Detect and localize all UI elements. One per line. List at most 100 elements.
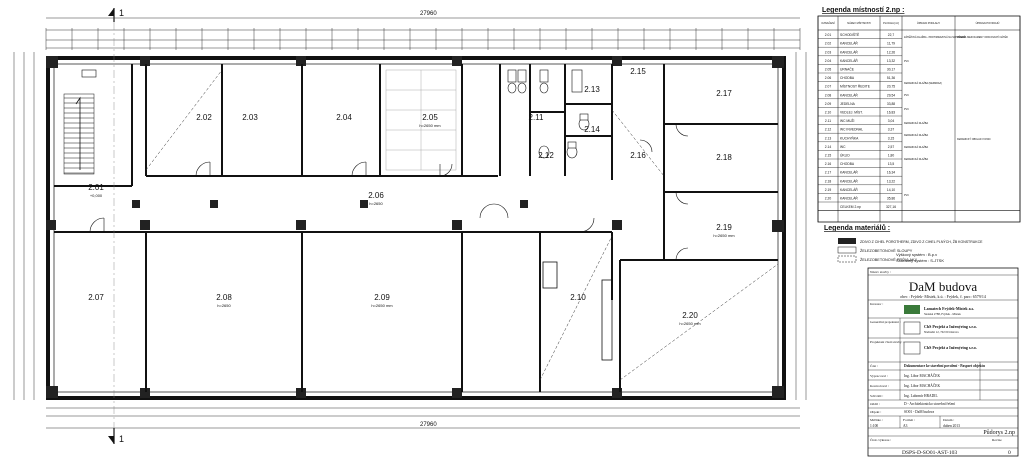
room-label-2-19: 2.19 <box>716 223 732 232</box>
table-cell: 13,5 <box>888 162 895 166</box>
floor-note: KERAMICKÁ DLAŽBA <box>904 146 928 149</box>
level-marker-box <box>81 69 97 78</box>
room-sub-2-08: h=2650 <box>217 303 231 308</box>
room-sub-2-06: h=2650 <box>369 201 383 206</box>
table-cell: 13,32 <box>887 59 895 63</box>
investor-label: Investor : <box>870 302 883 306</box>
room-label-2-14: 2.14 <box>584 125 600 134</box>
designer-note: Nádražní 12, 702 00 Ostrava <box>924 330 959 335</box>
table-header: OZNAČENÍ <box>821 20 835 25</box>
partial-logo <box>903 341 921 355</box>
drawing-number-label: Číslo výkresu : <box>870 437 891 442</box>
partial-label: Projektant části stavby : <box>870 340 904 344</box>
table-cell: 51,36 <box>887 76 895 80</box>
right-dimensions <box>795 52 807 400</box>
structural-columns <box>46 56 784 398</box>
table-cell: JEDELNA <box>840 102 856 106</box>
table-cell: 2.08 <box>825 93 832 97</box>
room-label-2-08: 2.08 <box>216 293 232 302</box>
project-location: obec : Frýdek- Místek, k.ú. : Frýdek, č.… <box>900 294 986 300</box>
table-cell: 2.13 <box>825 136 832 140</box>
door-swings <box>89 123 689 261</box>
table-cell: KANCELÁŘ <box>840 41 858 46</box>
scale-value: 1:100 <box>870 424 878 428</box>
room-label-2-05: 2.05 <box>422 113 438 122</box>
date-value: duben 2013 <box>943 424 960 428</box>
floor-note: ZÁTĚŽOVÁ DLAŽBA - PROTIMRAZOVÁ NA SCHODE… <box>904 36 966 39</box>
top-dimensions <box>45 17 801 50</box>
sanitary-fixtures <box>507 69 590 159</box>
table-cell: 2.18 <box>825 179 832 183</box>
part-label: Část : <box>870 363 878 368</box>
roles: Vypracoval :Ing. Libor MACHÁČEKKontrolov… <box>870 373 940 398</box>
table-cell: 2.11 <box>825 119 831 123</box>
room-label-2-12: 2.12 <box>538 151 554 160</box>
room-label-2-17: 2.17 <box>716 89 732 98</box>
interior-walls <box>54 64 778 392</box>
room-label-2-03: 2.03 <box>242 113 258 122</box>
table-cell: KANCELÁŘ <box>840 170 858 175</box>
overall-width-label: 27960 <box>420 11 437 17</box>
table-cell: 35,86 <box>887 197 895 201</box>
table-cell: 14,10 <box>887 188 895 192</box>
format-label: Formát : <box>903 418 915 422</box>
investor-note: Slezská 2788, Frýdek - Místek <box>924 312 961 317</box>
room-label-2-04: 2.04 <box>336 113 352 122</box>
table-cell: 2.01 <box>825 33 832 37</box>
table-cell: KANCELÁŘ <box>840 178 858 183</box>
table-total-label: CELKEM 2.np <box>840 205 861 209</box>
table-cell: KANCELÁŘ <box>840 58 858 63</box>
room-label-2-18: 2.18 <box>716 153 732 162</box>
section-value: D - Architektonicko stavební řešení <box>904 402 955 406</box>
designer-logo <box>903 321 921 335</box>
table-cell: KANCELÁŘ <box>840 92 858 97</box>
material-note-0: ZDIVO Z CIHEL POROTHERM, ZDIVO Z CIHEL P… <box>860 239 983 244</box>
investor-logo <box>904 305 920 314</box>
left-dimensions <box>13 52 35 400</box>
role-name: Ing. Libor MACHÁČEK <box>904 383 940 388</box>
table-cell: URNAČE <box>840 67 855 72</box>
table-cell: 20,75 <box>887 85 895 89</box>
room-label-2-16: 2.16 <box>630 151 646 160</box>
floor-note: KERAMICKÁ DLAŽBA (NEZMRAZ) <box>904 82 942 85</box>
room-sub-2-01: +0,000 <box>90 193 103 198</box>
investor-name: Lamatech Frýdek-Místek a.s. <box>924 306 974 311</box>
role-label: Vypracoval : <box>870 374 888 378</box>
material-item-2: ŽELEZOBETONOVÉ PRŮVLAKY <box>860 257 918 262</box>
table-cell: 2.02 <box>825 42 832 46</box>
table-cell: 1,80 <box>888 154 895 158</box>
format-value: A3 <box>903 424 908 428</box>
coordinate-system: Souřadný systém : S-JTSK <box>896 258 944 263</box>
role-name: Ing. Lubomír HRADIL <box>904 394 938 398</box>
table-cell: 16,34 <box>887 171 895 175</box>
dashed-diagonals <box>145 69 779 381</box>
table-cell: 3,37 <box>888 128 895 132</box>
legend-rooms-title: Legenda místností 2.np : <box>822 7 904 14</box>
section-marker-label-top: 1 <box>119 8 124 18</box>
room-label-2-10: 2.10 <box>570 293 586 302</box>
section-marker-label-bottom: 1 <box>119 434 124 444</box>
table-cell: 2.12 <box>825 128 832 132</box>
table-cell: 2.09 <box>825 102 832 106</box>
table-cell: WC MUŽI <box>840 118 855 123</box>
table-cell: KANCELÁŘ <box>840 49 858 54</box>
table-cell: 2.17 <box>825 171 832 175</box>
table-cell: 30,17 <box>887 68 895 72</box>
room-sub-2-05: h=2650 mm <box>419 123 441 128</box>
scale-label: Měřítko : <box>870 418 883 422</box>
table-cell: 2,57 <box>888 145 895 149</box>
table-cell: SCHODIŠTĚ <box>840 32 860 37</box>
table-cell: 2.16 <box>825 162 832 166</box>
room-sub-2-20: h=2650 mm <box>679 321 701 326</box>
table-cell: ÚKLID <box>840 154 850 158</box>
table-header: ÚPRAVA PODLAHY <box>917 20 941 25</box>
room-sub-2-09: h=2650 mm <box>371 303 393 308</box>
stavba-label: Název stavby : <box>870 270 891 274</box>
floor-note: PVC <box>904 194 909 197</box>
room-label-2-07: 2.07 <box>88 293 104 302</box>
floor-note: KERAMICKÁ DLAŽBA <box>904 134 928 137</box>
table-cell: 2.04 <box>825 59 832 63</box>
